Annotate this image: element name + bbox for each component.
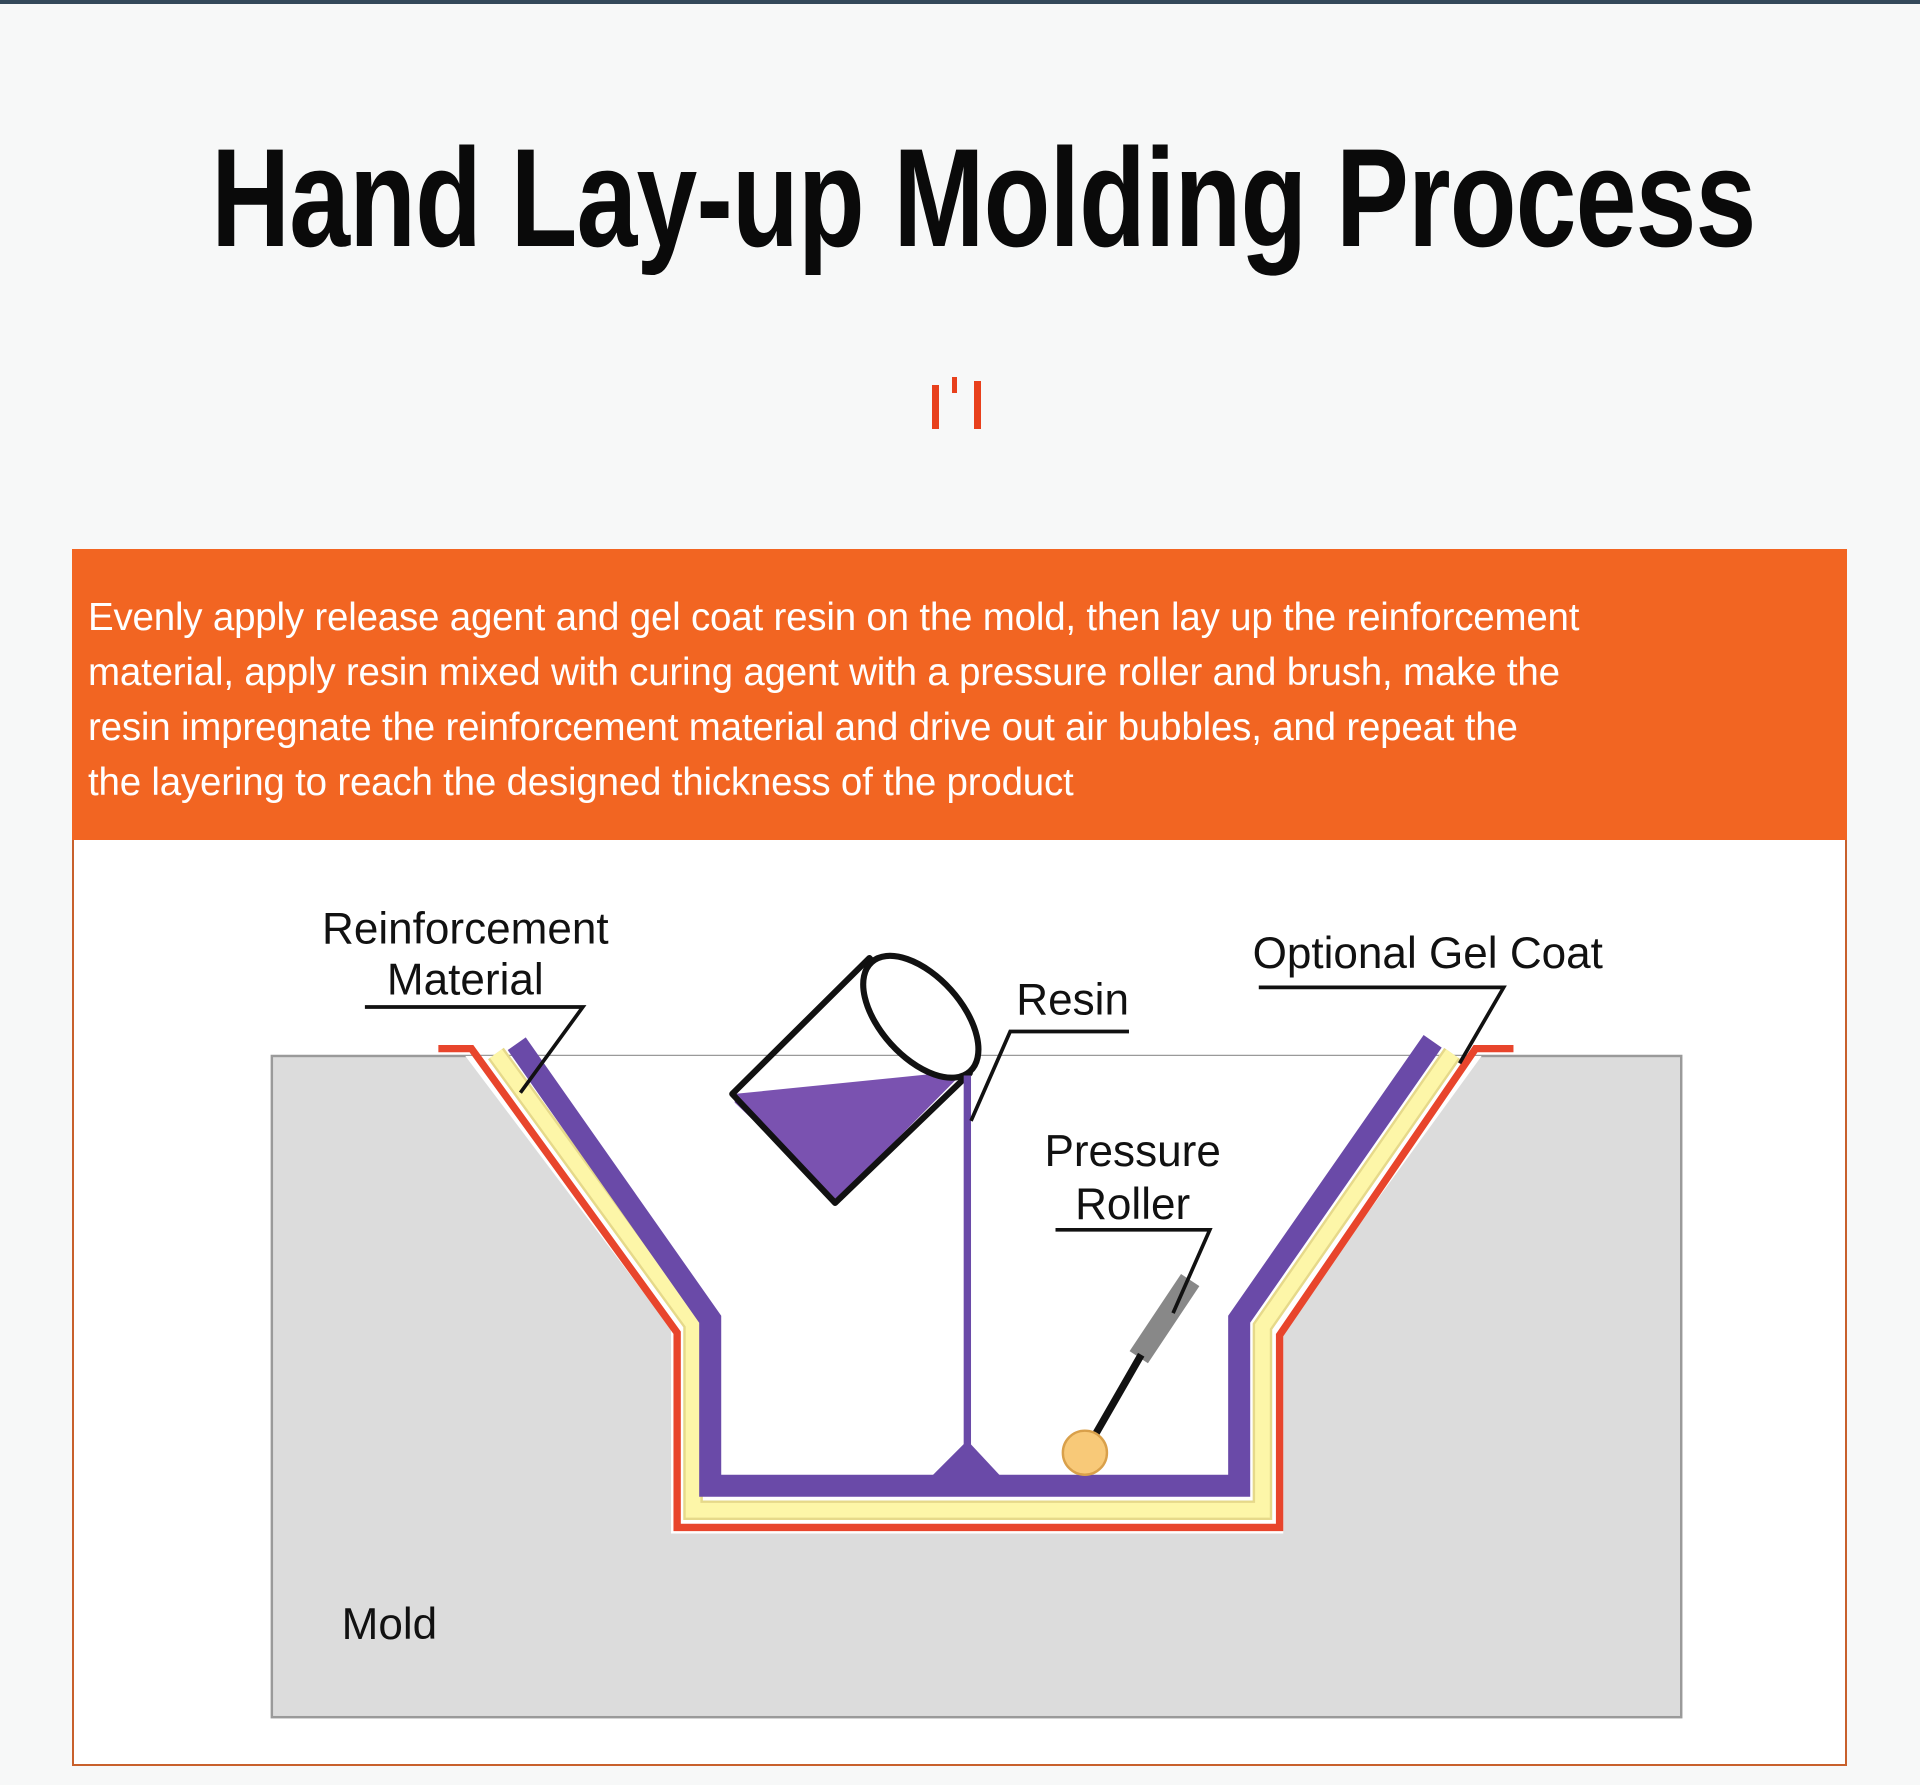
page-title: Hand Lay-up Molding Process [211,119,1756,276]
label-reinforcement-line2: Material [387,956,544,1005]
reinforcement-layer-fill [489,1049,1459,1518]
beaker-mouth [860,952,982,1081]
description-line: Evenly apply release agent and gel coat … [88,596,1580,639]
label-resin: Resin [1016,975,1129,1024]
label-gel-coat: Optional Gel Coat [1253,929,1603,978]
leader-reinforcement [364,1005,587,1094]
leader-resin [969,1029,1129,1122]
description-line: the layering to reach the designed thick… [88,761,1074,804]
leader-gel-coat [1258,985,1507,1065]
leader-pressure-roller [1055,1228,1213,1314]
top-border [0,0,1920,4]
description-line: material, apply resin mixed with curing … [88,651,1560,694]
resin-puddle [930,1440,1002,1478]
decorative-bars-icon [932,377,981,429]
pressure-roller-icon [1061,1429,1109,1476]
description-line: resin impregnate the reinforcement mater… [88,706,1518,749]
label-pressure-line2: Roller [1075,1180,1190,1229]
label-pressure-line1: Pressure [1044,1127,1220,1176]
description-banner: Evenly apply release agent and gel coat … [72,549,1847,840]
label-mold: Mold [342,1600,438,1649]
gel-coat-layer [438,1044,1514,1532]
beaker-resin-fill [734,1070,965,1201]
resin-layer [507,1034,1442,1497]
label-reinforcement-line1: Reinforcement [322,904,609,953]
